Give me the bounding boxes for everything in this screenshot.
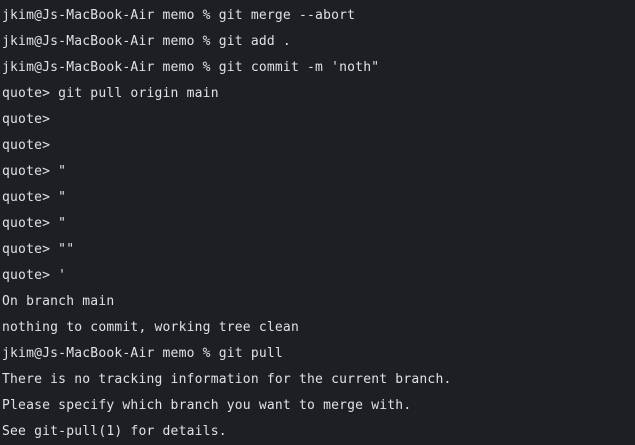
output-line: On branch main: [2, 294, 115, 309]
output-line: See git-pull(1) for details.: [2, 424, 227, 439]
output-line: There is no tracking information for the…: [2, 372, 452, 387]
output-line: nothing to commit, working tree clean: [2, 320, 299, 335]
quote-line: quote> ": [2, 216, 67, 231]
quote-line: quote> ": [2, 190, 67, 205]
command-line-git-pull: jkim@Js-MacBook-Air memo % git pull: [2, 346, 283, 361]
command-line-merge-abort: jkim@Js-MacBook-Air memo % git merge --a…: [2, 8, 356, 23]
command-line-git-add: jkim@Js-MacBook-Air memo % git add .: [2, 34, 291, 49]
quote-line: quote>: [2, 138, 51, 153]
quote-line: quote> ': [2, 268, 67, 283]
quote-line: quote> git pull origin main: [2, 86, 219, 101]
output-line: Please specify which branch you want to …: [2, 398, 412, 413]
quote-line: quote>: [2, 112, 51, 127]
quote-line: quote> ": [2, 164, 67, 179]
quote-line: quote> "": [2, 242, 75, 257]
command-line-git-commit: jkim@Js-MacBook-Air memo % git commit -m…: [2, 60, 380, 75]
